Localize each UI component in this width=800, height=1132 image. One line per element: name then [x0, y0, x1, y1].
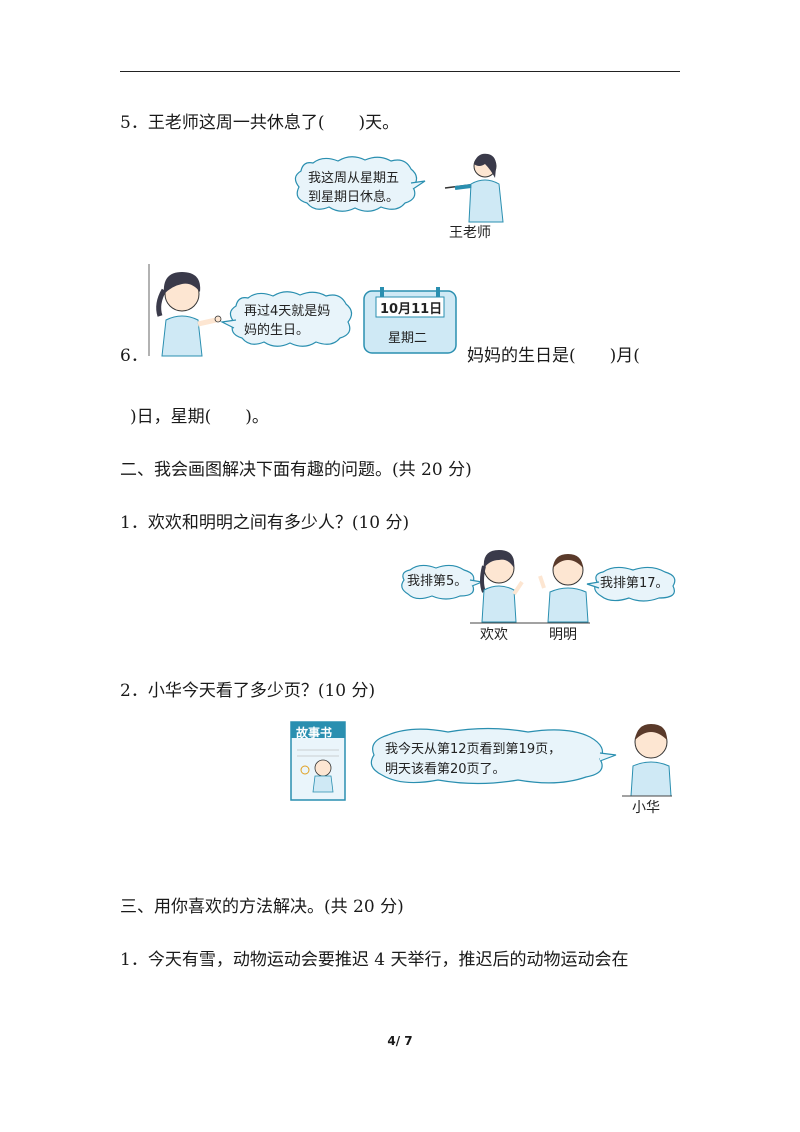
question-6-number: 6．: [120, 346, 148, 366]
girl-speech-bubble: [220, 291, 353, 347]
xiaohua-illustration: [630, 724, 672, 797]
girl-illustration: [148, 264, 222, 357]
calendar-icon: [363, 287, 457, 354]
caption-underline: [470, 622, 590, 624]
xiaohua-caption-underline: [622, 795, 672, 797]
question-6-text-part-2: )日，星期( )。: [130, 407, 269, 427]
header-rule: [120, 71, 680, 72]
xiaohua-caption: 小华: [632, 800, 660, 816]
section-2-question-1: 1．欢欢和明明之间有多少人？(10 分): [120, 513, 410, 533]
section-2-question-2: 2．小华今天看了多少页？(10 分): [120, 681, 376, 701]
mingming-speech-bubble: [586, 566, 676, 602]
girl-bubble-line-2: 妈的生日。: [244, 323, 310, 338]
section-2-heading: 二、我会画图解决下面有趣的问题。(共 20 分): [120, 460, 472, 480]
huanhuan-speech-bubble: [401, 564, 485, 600]
girl-bubble-line-1: 再过4天就是妈: [244, 304, 331, 319]
huanhuan-illustration: [480, 550, 524, 623]
section-3-question-1: 1．今天有雪，动物运动会要推迟 4 天举行，推迟后的动物运动会在: [120, 950, 629, 970]
teacher-speech-bubble: [294, 156, 426, 212]
storybook-illustration: [290, 721, 346, 801]
page-number: 4/ 7: [387, 1034, 413, 1048]
storybook-title: 故事书: [296, 726, 333, 740]
xiaohua-bubble-line-1: 我今天从第12页看到第19页，: [385, 742, 562, 757]
huanhuan-bubble-text: 我排第5。: [407, 574, 468, 589]
question-5: 5．王老师这周一共休息了( )天。: [120, 113, 400, 133]
teacher-bubble-line-1: 我这周从星期五: [308, 171, 400, 186]
huanhuan-caption: 欢欢: [480, 627, 508, 643]
calendar-weekday: 星期二: [388, 331, 428, 346]
question-6-text-part-1: 妈妈的生日是( )月(: [467, 346, 640, 366]
teacher-bubble-line-2: 到星期日休息。: [308, 190, 400, 205]
section-3-heading: 三、用你喜欢的方法解决。(共 20 分): [120, 897, 404, 917]
calendar-date: 10月11日: [380, 302, 443, 317]
xiaohua-bubble-line-2: 明天该看第20页了。: [385, 762, 506, 777]
mingming-illustration: [538, 554, 589, 623]
teacher-illustration: [444, 153, 504, 223]
mingming-bubble-text: 我排第17。: [600, 576, 669, 591]
mingming-caption: 明明: [549, 627, 577, 643]
xiaohua-speech-bubble: [370, 727, 617, 785]
teacher-caption: 王老师: [449, 225, 491, 241]
